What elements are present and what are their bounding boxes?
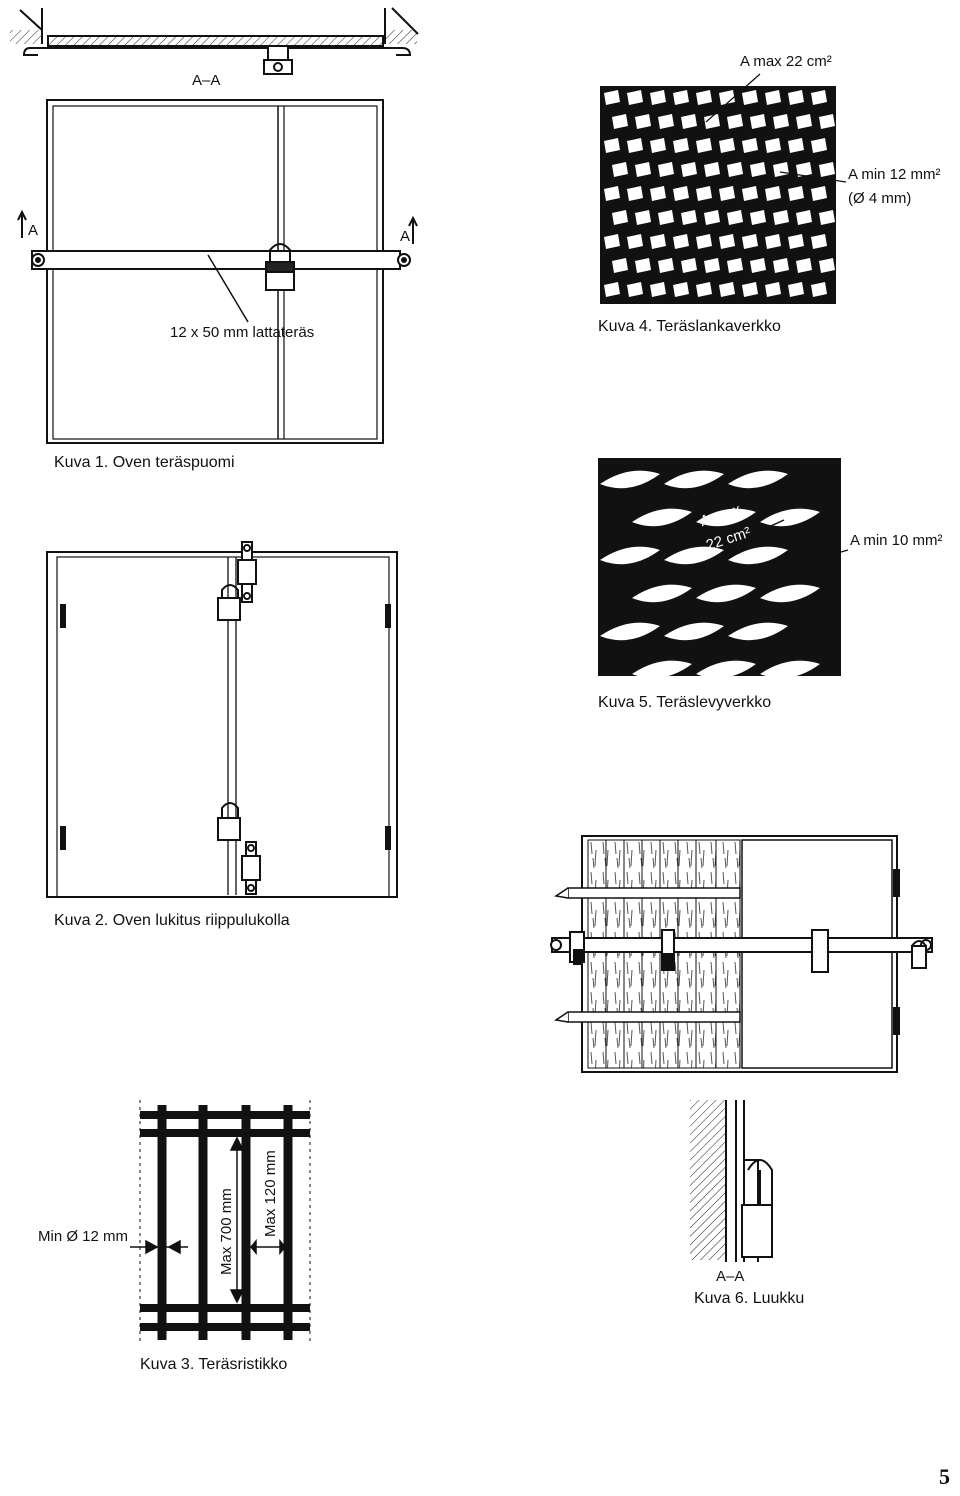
figure1-door-frame — [46, 99, 384, 444]
figure3-bar-diameter: Min Ø 12 mm — [38, 1228, 129, 1245]
figure6-lock-bar — [551, 937, 933, 953]
figure6-drawing — [550, 835, 933, 1262]
figure3-dimension-arrows — [130, 1136, 286, 1304]
figure3-vertical-bars — [157, 1105, 293, 1340]
figure5-drawing — [598, 458, 849, 679]
figure2-bottom-padlock — [217, 802, 241, 841]
figure2-top-padlock — [217, 584, 241, 621]
figure4-wire-diameter: (Ø 4 mm) — [848, 190, 912, 207]
figure1-bar-label: 12 x 50 mm lattateräs — [170, 324, 315, 341]
figure5-area-min: A min 10 mm² — [850, 532, 943, 549]
figure1-right-marker: A — [400, 228, 411, 245]
figure4-drawing — [600, 73, 847, 304]
figure5-mesh-openings — [600, 470, 820, 679]
figure3-max-spacing: Max 120 mm — [262, 1150, 279, 1237]
figure1-section-label: A–A — [192, 72, 221, 89]
figure1-section-view — [10, 7, 419, 75]
figure2-caption: Kuva 2. Oven lukitus riippulukolla — [54, 912, 290, 929]
figure3-max-height: Max 700 mm — [218, 1188, 235, 1275]
figure1-left-marker: A — [28, 222, 39, 239]
figure2-drawing — [46, 541, 398, 898]
figure3-caption: Kuva 3. Teräsristikko — [140, 1356, 288, 1373]
figure1-padlock — [265, 243, 295, 291]
figure4-caption: Kuva 4. Teräslankaverkko — [598, 318, 781, 335]
figure2-top-hasp — [237, 541, 257, 603]
figure4-area-max: A max 22 cm² — [740, 53, 832, 70]
figure6-section-label: A–A — [716, 1268, 745, 1285]
figure1-drawing — [10, 7, 419, 444]
figure4-area-min: A min 12 mm² — [848, 166, 941, 183]
figure5-mesh — [598, 458, 841, 676]
figure6-caption: Kuva 6. Luukku — [694, 1290, 805, 1307]
figure1-caption: Kuva 1. Oven teräspuomi — [54, 454, 235, 471]
figure3-drawing — [130, 1100, 311, 1345]
figure5-caption: Kuva 5. Teräslevyverkko — [598, 694, 772, 711]
figure6-section-view — [690, 1100, 773, 1262]
page-number: 5 — [939, 1464, 950, 1489]
figure1-steel-bar — [31, 250, 401, 270]
figure4-mesh-openings — [604, 90, 835, 297]
figure2-bottom-hasp — [241, 841, 261, 895]
figure3-horizontal-bars — [140, 1111, 310, 1331]
